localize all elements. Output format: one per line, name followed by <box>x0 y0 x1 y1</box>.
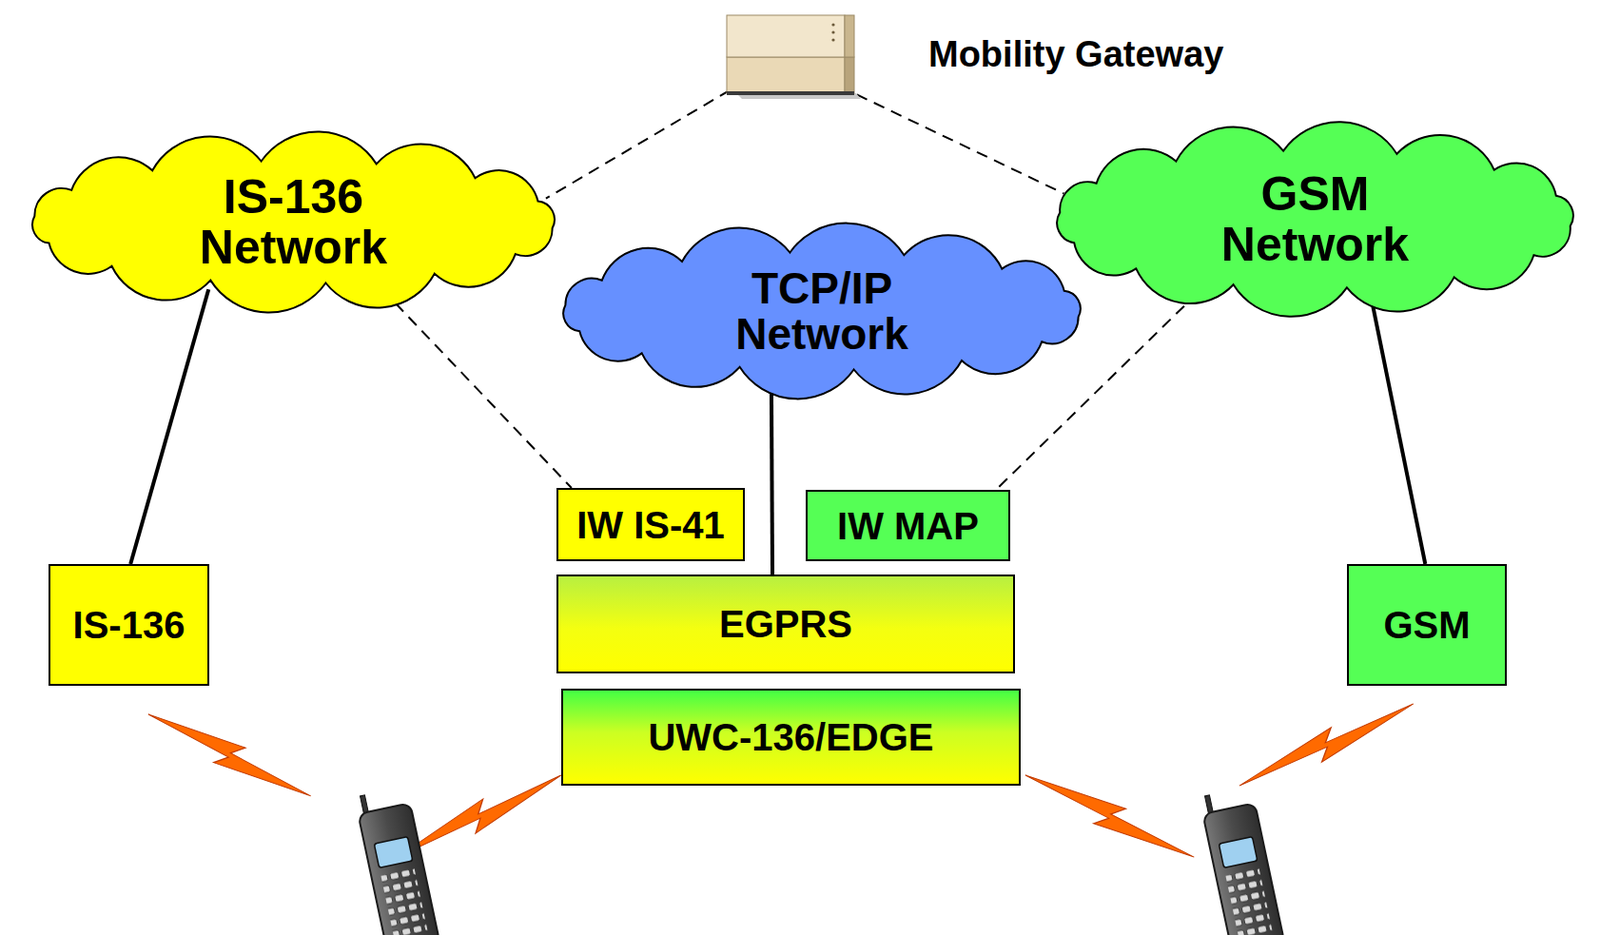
solid-link <box>1370 296 1425 565</box>
lightning-bolt <box>142 702 318 809</box>
lightning-bolt <box>1233 691 1420 799</box>
base-station-box: GSM <box>1346 564 1507 686</box>
dashed-link <box>546 90 730 199</box>
dashed-link <box>857 94 1065 194</box>
network-cloud: IS-136 Network <box>10 137 577 307</box>
solid-link <box>130 289 209 565</box>
packet-service-box: EGPRS <box>556 574 1015 674</box>
network-cloud: GSM Network <box>1035 127 1595 312</box>
solid-link <box>771 381 773 575</box>
node-label: GSM Network <box>1177 169 1454 270</box>
node-label: UWC-136/EDGE <box>647 717 934 758</box>
interworking-box: IW MAP <box>805 489 1011 562</box>
server-icon <box>722 11 861 99</box>
node-label: IW IS-41 <box>576 505 725 546</box>
mobile-phone <box>1199 786 1286 935</box>
dashed-link <box>382 289 572 488</box>
node-label: IS-136 <box>73 604 186 645</box>
network-cloud: TCP/IP Network <box>541 229 1103 393</box>
lightning-bolt <box>1019 762 1201 870</box>
node-label: TCP/IP Network <box>693 265 951 358</box>
mobile-phone <box>354 786 441 935</box>
node-label: EGPRS <box>719 604 853 644</box>
node-label: IW MAP <box>837 506 979 547</box>
gateway-label: Mobility Gateway <box>928 36 1224 75</box>
radio-interface-box: UWC-136/EDGE <box>561 688 1021 786</box>
base-station-box: IS-136 <box>48 564 210 686</box>
node-label: IS-136 Network <box>151 172 437 273</box>
interworking-box: IW IS-41 <box>556 487 745 562</box>
node-label: GSM <box>1383 604 1470 645</box>
gateway-server: Mobility Gateway <box>722 11 861 99</box>
